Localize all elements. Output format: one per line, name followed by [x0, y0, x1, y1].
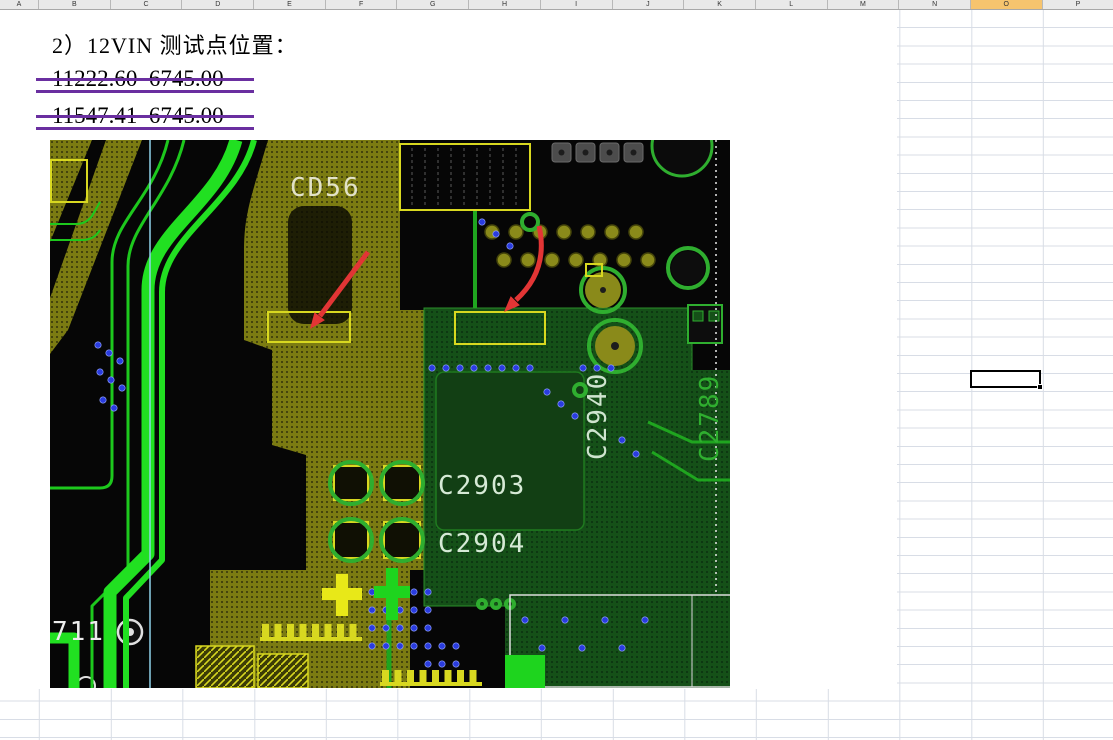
pcb-white-annotations — [505, 140, 730, 688]
column-header-I[interactable]: I — [541, 0, 613, 9]
pcb-traces — [50, 140, 730, 688]
column-header-N[interactable]: N — [899, 0, 971, 9]
column-header-G[interactable]: G — [397, 0, 470, 9]
test-point-marker-1 — [267, 311, 351, 343]
column-header-H[interactable]: H — [469, 0, 541, 9]
test-point-marker-2 — [454, 311, 546, 345]
selected-cell[interactable] — [970, 370, 1043, 390]
strikethrough-coordinate-1: 11222.60 6745.00 — [36, 66, 254, 93]
pcb-label-c2789: C2789 — [695, 374, 725, 462]
column-header-F[interactable]: F — [326, 0, 398, 9]
pcb-labels: CD56 C2903 C2904 C2940 C2789 711 — [52, 173, 725, 647]
column-header-O[interactable]: O — [970, 0, 1043, 9]
column-header-J[interactable]: J — [613, 0, 685, 9]
column-header-A[interactable]: A — [0, 0, 39, 9]
page-title: 2）12VIN 测试点位置： — [52, 33, 298, 58]
column-header-M[interactable]: M — [828, 0, 900, 9]
column-header-P[interactable]: P — [1043, 0, 1113, 9]
column-header-B[interactable]: B — [39, 0, 111, 9]
pcb-label-c2940: C2940 — [583, 372, 613, 460]
column-header-C[interactable]: C — [111, 0, 183, 9]
column-header-L[interactable]: L — [756, 0, 828, 9]
column-header-E[interactable]: E — [254, 0, 326, 9]
pcb-label-711: 711 — [52, 617, 105, 647]
pcb-label-c2903: C2903 — [438, 471, 526, 501]
pcb-image[interactable]: CD56 C2903 C2904 C2940 C2789 711 — [50, 140, 730, 688]
pcb-label-cd56: CD56 — [290, 173, 361, 203]
column-header-K[interactable]: K — [684, 0, 756, 9]
pcb-copper-regions — [50, 140, 730, 688]
column-header-D[interactable]: D — [182, 0, 255, 9]
annotation-arrows — [310, 225, 544, 329]
pcb-silkscreen — [50, 143, 603, 688]
pcb-label-c2904: C2904 — [438, 529, 526, 559]
strikethrough-coordinate-2: 11547.41 6745.00 — [36, 103, 254, 130]
